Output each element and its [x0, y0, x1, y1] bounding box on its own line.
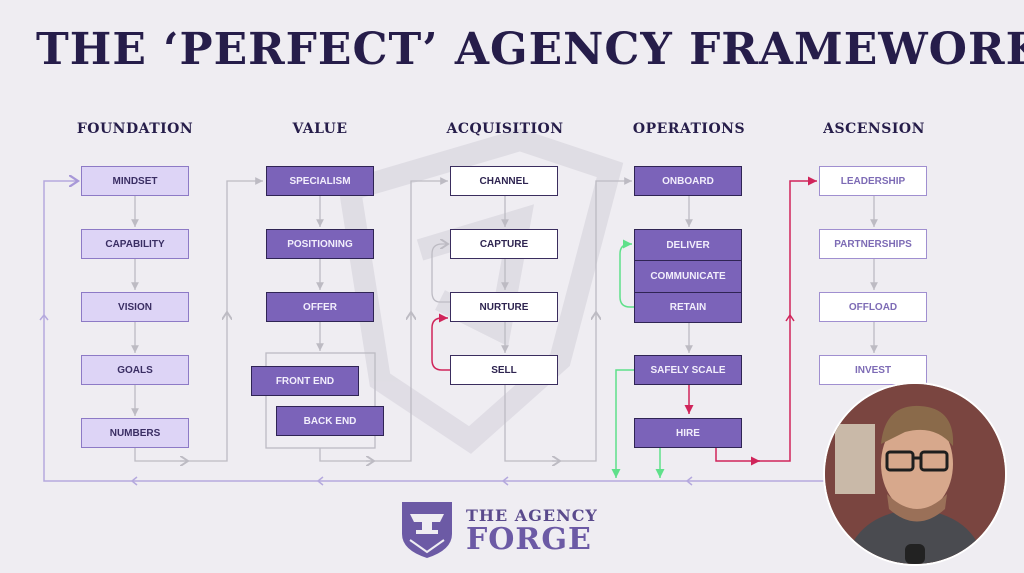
column-heading-value: VALUE [292, 121, 348, 137]
step-capability: CAPABILITY [81, 229, 189, 259]
step-communicate: COMMUNICATE [634, 260, 742, 293]
step-capture: CAPTURE [450, 229, 558, 259]
column-heading-operations: OPERATIONS [632, 121, 746, 137]
step-offload: OFFLOAD [819, 292, 927, 322]
step-specialism: SPECIALISM [266, 166, 374, 196]
step-safely-scale: SAFELY SCALE [634, 355, 742, 385]
page-title: THE ‘PERFECT’ AGENCY FRAMEWORK [36, 24, 1024, 75]
step-goals: GOALS [81, 355, 189, 385]
step-numbers: NUMBERS [81, 418, 189, 448]
presenter-avatar-icon [825, 384, 1005, 564]
step-front-end: FRONT END [251, 366, 359, 396]
step-vision: VISION [81, 292, 189, 322]
step-back-end: BACK END [276, 406, 384, 436]
step-nurture: NURTURE [450, 292, 558, 322]
presenter-webcam [823, 382, 1007, 566]
step-hire: HIRE [634, 418, 742, 448]
step-partnerships: PARTNERSHIPS [819, 229, 927, 259]
step-offer: OFFER [266, 292, 374, 322]
step-sell: SELL [450, 355, 558, 385]
step-deliver: DELIVER [634, 229, 742, 261]
step-onboard: ONBOARD [634, 166, 742, 196]
column-heading-ascension: ASCENSION [823, 121, 925, 137]
step-positioning: POSITIONING [266, 229, 374, 259]
step-invest: INVEST [819, 355, 927, 385]
column-heading-acquisition: ACQUISITION [446, 121, 564, 137]
column-heading-foundation: FOUNDATION [76, 121, 194, 137]
step-channel: CHANNEL [450, 166, 558, 196]
step-leadership: LEADERSHIP [819, 166, 927, 196]
agency-forge-logo-icon [402, 502, 452, 558]
step-retain: RETAIN [634, 292, 742, 323]
step-mindset: MINDSET [81, 166, 189, 196]
logo-text-line1: THE AGENCY [466, 506, 598, 525]
logo-text-line2: FORGE [466, 522, 592, 557]
